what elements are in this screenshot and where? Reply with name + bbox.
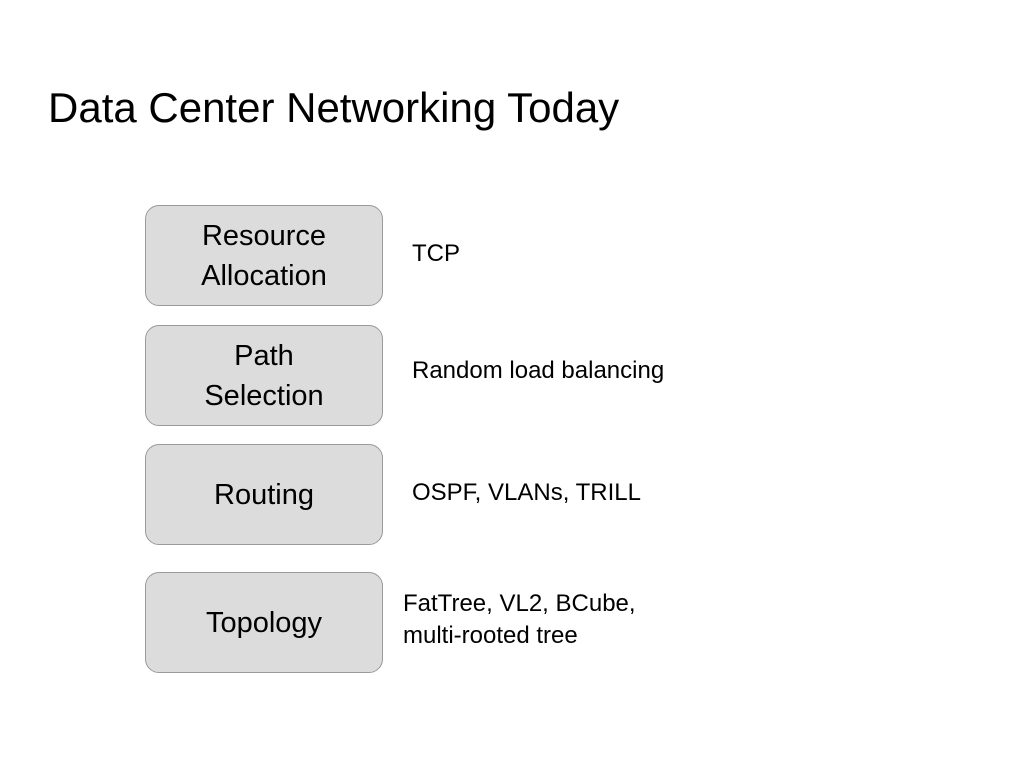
layer-box-routing: Routing [145,444,383,545]
layer-box-label: Path Selection [204,339,324,412]
layer-box-topology: Topology [145,572,383,673]
layer-box-label: Resource Allocation [201,219,327,292]
layer-note-topology: FatTree, VL2, BCube, multi-rooted tree [403,590,636,649]
slide-title: Data Center Networking Today [48,84,620,131]
layer-note-resource-allocation: TCP [412,240,460,267]
layer-box-label: Routing [214,478,314,511]
layer-note-routing: OSPF, VLANs, TRILL [412,479,641,506]
layer-box-path-selection: Path Selection [145,325,383,426]
layer-box-label: Topology [205,606,323,639]
layer-box-resource-allocation: Resource Allocation [145,205,383,306]
layer-note-path-selection: Random load balancing [412,357,665,384]
